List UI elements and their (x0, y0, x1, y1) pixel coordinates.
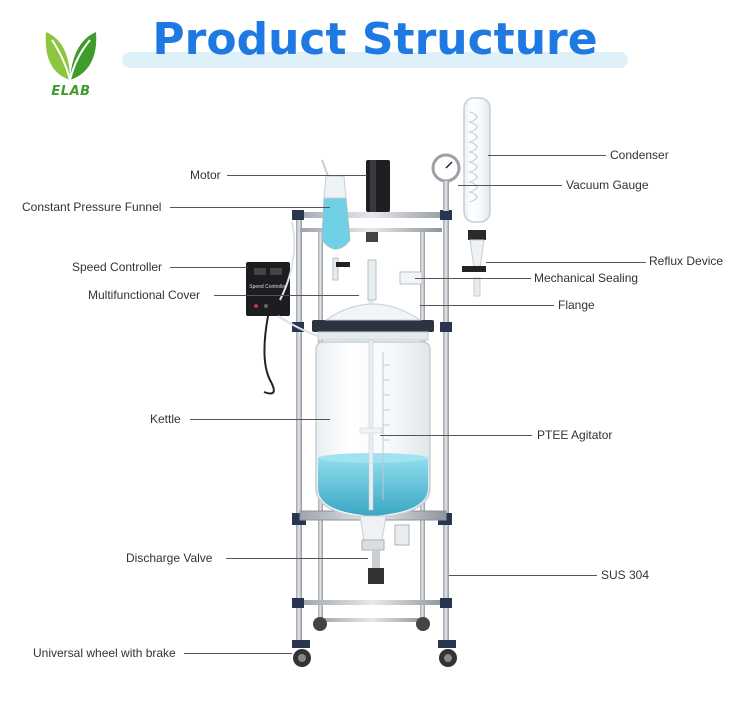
label-condenser: Condenser (610, 148, 669, 162)
label-sus304: SUS 304 (601, 568, 650, 582)
leader-funnel (170, 207, 330, 208)
label-flange: Flange (558, 298, 595, 312)
frame-upper-bar (300, 228, 442, 232)
vacuum-gauge (431, 153, 461, 211)
frame-post-right (443, 210, 449, 645)
controller-panel-label: Speed Controller (249, 284, 287, 290)
leader-speed-controller (170, 267, 248, 268)
wheel-left (292, 640, 311, 667)
wheel-rear-left (313, 617, 327, 631)
leader-motor (227, 175, 367, 176)
label-vacuum-gauge: Vacuum Gauge (566, 178, 649, 192)
label-motor: Motor (190, 168, 221, 182)
leader-condenser (488, 155, 606, 156)
leaf-logo-icon (45, 32, 97, 81)
discharge-valve (359, 515, 410, 584)
title-underline-bar (122, 52, 628, 68)
label-speed-controller: Speed Controller (72, 260, 163, 274)
leader-wheel (184, 653, 292, 654)
leader-reflux-device (486, 262, 646, 263)
frame-top-bar (292, 212, 452, 218)
wheel-right (438, 640, 457, 667)
label-mechanical-sealing: Mechanical Sealing (534, 271, 639, 285)
leader-cover (214, 295, 359, 296)
leader-mechanical-sealing (415, 278, 531, 279)
label-discharge-valve: Discharge Valve (126, 551, 213, 565)
leader-discharge-valve (226, 558, 368, 559)
wheel-rear-right (416, 617, 430, 631)
label-ptee-agitator: PTEE Agitator (537, 428, 613, 442)
label-constant-pressure-funnel: Constant Pressure Funnel (22, 200, 162, 214)
leader-sus304 (449, 575, 597, 576)
brand-logo: ELAB (38, 24, 104, 104)
motor (366, 160, 390, 212)
leader-flange (420, 305, 554, 306)
leader-agitator (380, 435, 532, 436)
brand-name: ELAB (51, 84, 91, 99)
multifunctional-cover (312, 303, 434, 341)
frame-rear-bottom-bar (318, 618, 425, 622)
label-kettle: Kettle (150, 412, 181, 426)
speed-controller-box: Speed Controller (246, 262, 290, 316)
frame-bottom-bar (300, 600, 446, 605)
label-universal-wheel: Universal wheel with brake (33, 646, 176, 660)
label-reflux-device: Reflux Device (649, 254, 724, 268)
label-multifunctional-cover: Multifunctional Cover (88, 288, 201, 302)
page-title: Product Structure (152, 14, 598, 65)
leader-kettle (190, 419, 330, 420)
frame-post-left (296, 210, 302, 645)
leader-vacuum-gauge (458, 185, 562, 186)
condenser (462, 97, 491, 297)
constant-pressure-funnel (321, 159, 351, 281)
